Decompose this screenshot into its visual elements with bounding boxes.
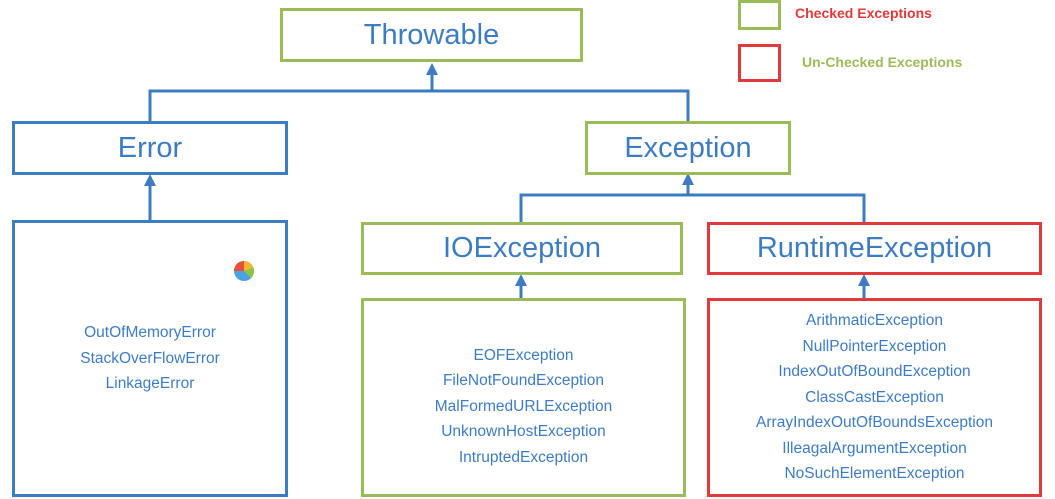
ioexception-subclass-item: UnknownHostException — [441, 423, 606, 441]
connector-exception-children — [519, 193, 866, 222]
node-error-label: Error — [117, 131, 183, 164]
runtimeexception-subclass-item: IndexOutOfBoundException — [778, 363, 971, 381]
node-exception: Exception — [585, 121, 791, 175]
runtimeexception-subclass-item: ClassCastException — [805, 388, 944, 406]
error-subclass-item: OutOfMemoryError — [84, 324, 216, 342]
legend-checked-swatch — [738, 0, 781, 30]
ioexception-subclass-item: EOFException — [473, 346, 574, 364]
runtimeexception-subclass-item: ArrayIndexOutOfBoundsException — [756, 414, 993, 432]
runtimeexception-subclass-item: ArithmaticException — [806, 312, 943, 330]
ioexception-subclass-item: FileNotFoundException — [442, 372, 605, 390]
node-ioexception: IOException — [361, 222, 683, 275]
node-runtimeexception: RuntimeException — [707, 222, 1042, 275]
ioexception-subclass-item: IntruptedException — [458, 448, 589, 466]
node-throwable: Throwable — [280, 8, 583, 62]
runtimeexception-subclass-item: NullPointerException — [802, 337, 947, 355]
error-subclass-item: StackOverFlowError — [80, 349, 220, 367]
ioexception-subclass-item: MalFormedURLException — [434, 397, 613, 415]
runtimeexception-subclass-item: NoSuchElementException — [784, 465, 965, 483]
runtimeexception-subclass-item: IlleagalArgumentException — [782, 439, 967, 457]
node-runtimeexception-label: RuntimeException — [756, 232, 993, 264]
error-subclass-item: LinkageError — [105, 375, 195, 393]
connector-throwable-children — [148, 89, 690, 121]
node-error: Error — [12, 121, 288, 175]
legend-unchecked-label: Un-Checked Exceptions — [802, 54, 963, 70]
node-exception-label: Exception — [624, 131, 752, 164]
node-ioexception-label: IOException — [443, 232, 601, 264]
node-throwable-label: Throwable — [363, 18, 500, 51]
legend-checked-label: Checked Exceptions — [795, 5, 932, 21]
legend-unchecked-swatch — [738, 44, 781, 82]
pie-chart-icon — [234, 261, 254, 281]
